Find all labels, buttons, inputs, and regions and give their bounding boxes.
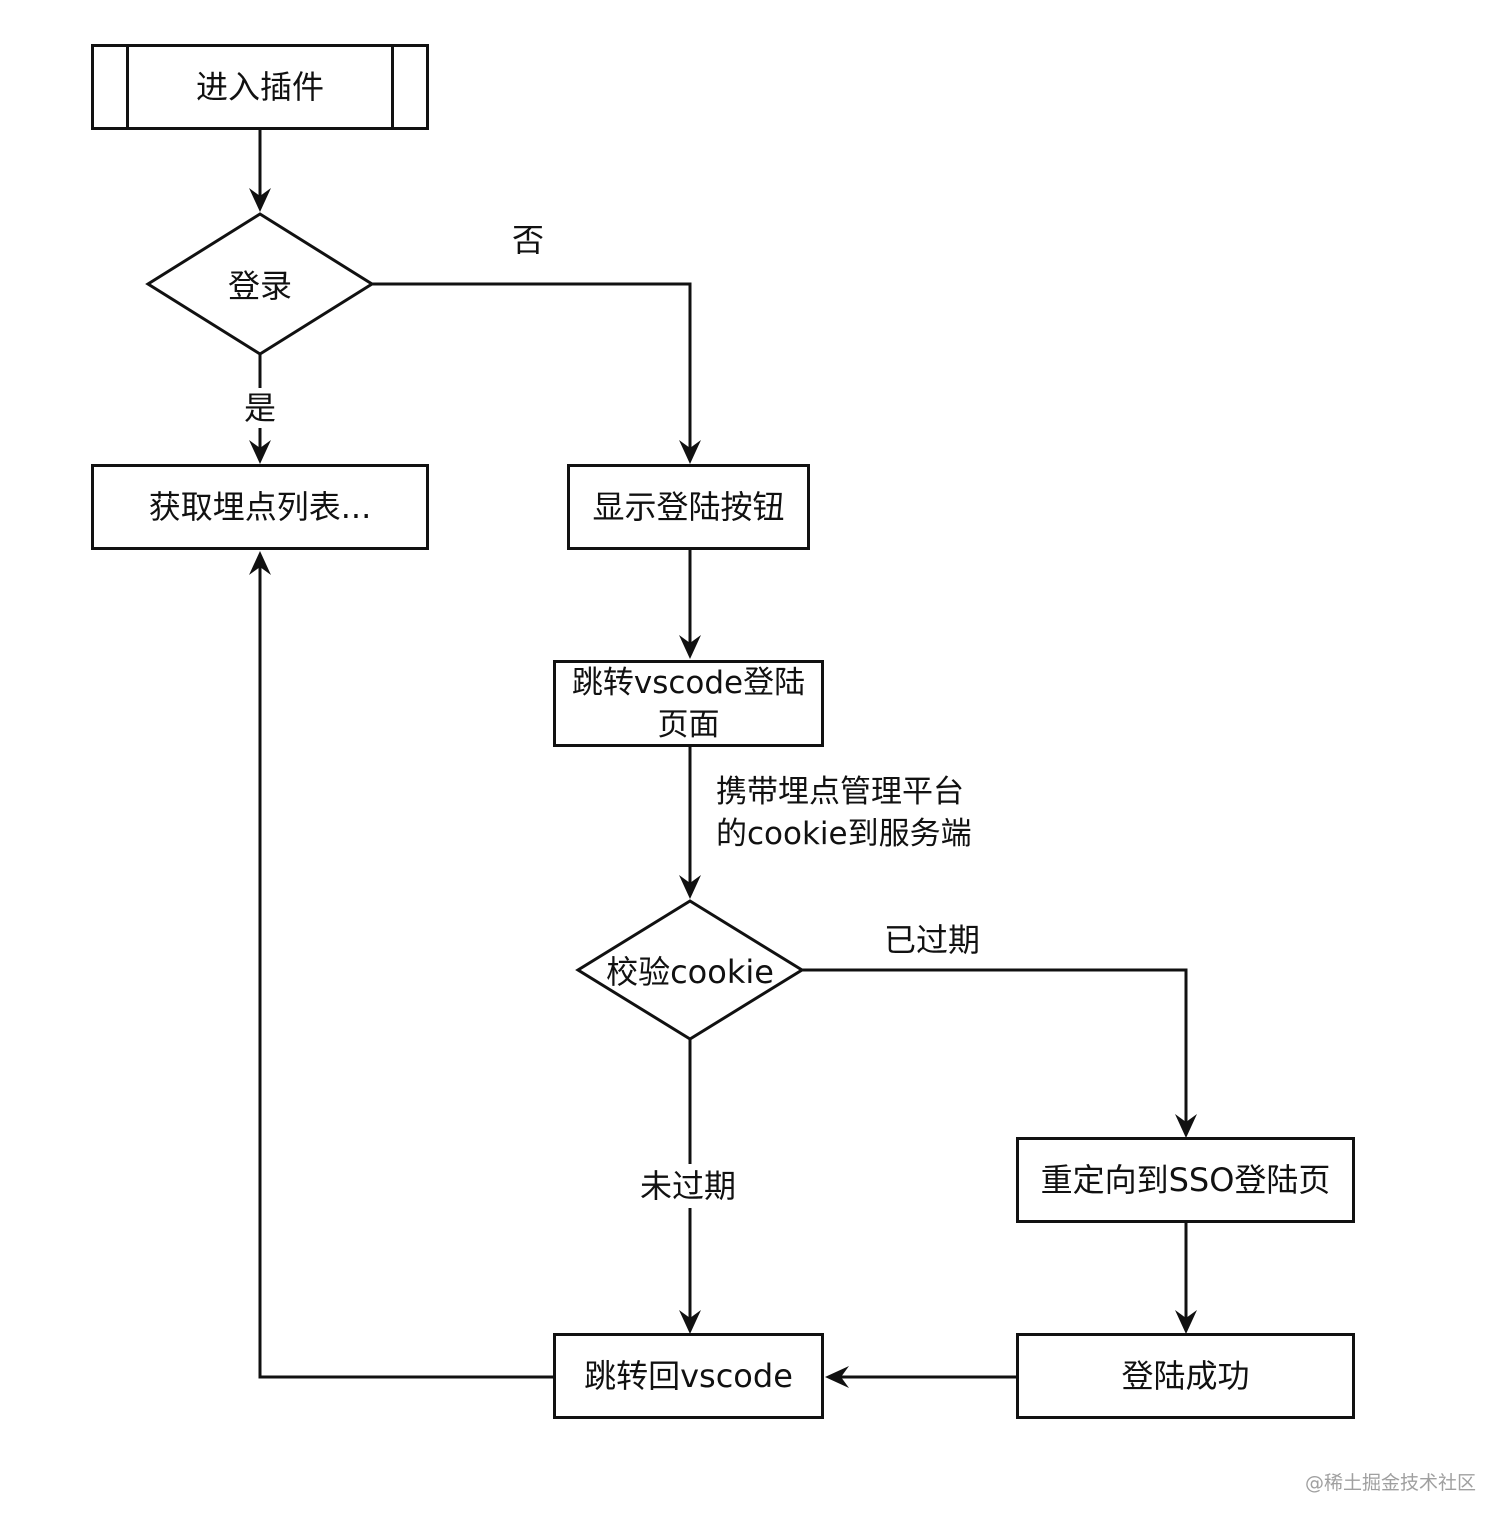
node-jump-vscode-login-line2: 页面 (657, 706, 720, 743)
node-jump-back-vscode: 跳转回vscode (553, 1333, 824, 1419)
arrowhead-get-list-return (249, 551, 271, 575)
node-login-success-label: 登陆成功 (1121, 1357, 1250, 1395)
arrowhead-verify (679, 875, 701, 899)
edge-label-yes: 是 (243, 388, 278, 428)
edge-label-no: 否 (512, 220, 544, 260)
node-jump-vscode-login-line1: 跳转vscode登陆 (571, 664, 806, 701)
arrowhead-login (249, 188, 271, 212)
arrowhead-redirect (1175, 1114, 1197, 1138)
arrowhead-jump-back (679, 1310, 701, 1334)
subprocess-left-bar (126, 47, 129, 127)
subprocess-right-bar (391, 47, 394, 127)
watermark: @稀土掘金技术社区 (1305, 1468, 1476, 1495)
watermark-text: @稀土掘金技术社区 (1304, 1472, 1476, 1494)
node-login-check-label: 登录 (227, 267, 292, 305)
node-redirect-sso: 重定向到SSO登陆页 (1016, 1137, 1355, 1223)
edge-label-carry-cookie-line2: 的cookie到服务端 (716, 816, 972, 852)
arrowhead-jump-back-side (825, 1366, 849, 1388)
edge-label-expired: 已过期 (884, 920, 980, 960)
node-get-list-label: 获取埋点列表... (148, 488, 372, 526)
node-enter-plugin-label: 进入插件 (195, 68, 324, 106)
node-jump-vscode-login: 跳转vscode登陆 页面 (553, 660, 824, 747)
edge-label-not-expired-text: 未过期 (640, 1167, 737, 1205)
node-login-success: 登陆成功 (1016, 1333, 1355, 1419)
node-login-check: 登录 (148, 254, 372, 314)
edge-label-not-expired: 未过期 (638, 1164, 739, 1208)
arrowhead-jump-login (679, 635, 701, 659)
node-show-login-button: 显示登陆按钮 (567, 464, 810, 550)
edge-login-no (372, 282, 692, 460)
edge-jump-back-to-list (258, 555, 554, 1379)
edge-label-expired-text: 已过期 (884, 921, 981, 959)
edge-verify-expired (802, 968, 1188, 1134)
node-show-login-button-label: 显示登陆按钮 (592, 488, 785, 526)
arrowhead-show-login (679, 440, 701, 464)
node-redirect-sso-label: 重定向到SSO登陆页 (1040, 1161, 1331, 1199)
edge-label-carry-cookie-line1: 携带埋点管理平台 (716, 774, 964, 810)
edge-label-no-text: 否 (512, 221, 545, 259)
node-verify-cookie: 校验cookie (578, 940, 802, 1000)
arrowhead-success (1175, 1310, 1197, 1334)
edge-label-yes-text: 是 (244, 389, 277, 427)
node-jump-back-vscode-label: 跳转回vscode (584, 1357, 793, 1395)
node-get-list: 获取埋点列表... (91, 464, 429, 550)
node-verify-cookie-label: 校验cookie (606, 953, 774, 991)
node-enter-plugin: 进入插件 (91, 44, 429, 130)
edge-label-carry-cookie: 携带埋点管理平台 的cookie到服务端 (716, 771, 972, 855)
arrowhead-get-list (249, 440, 271, 464)
